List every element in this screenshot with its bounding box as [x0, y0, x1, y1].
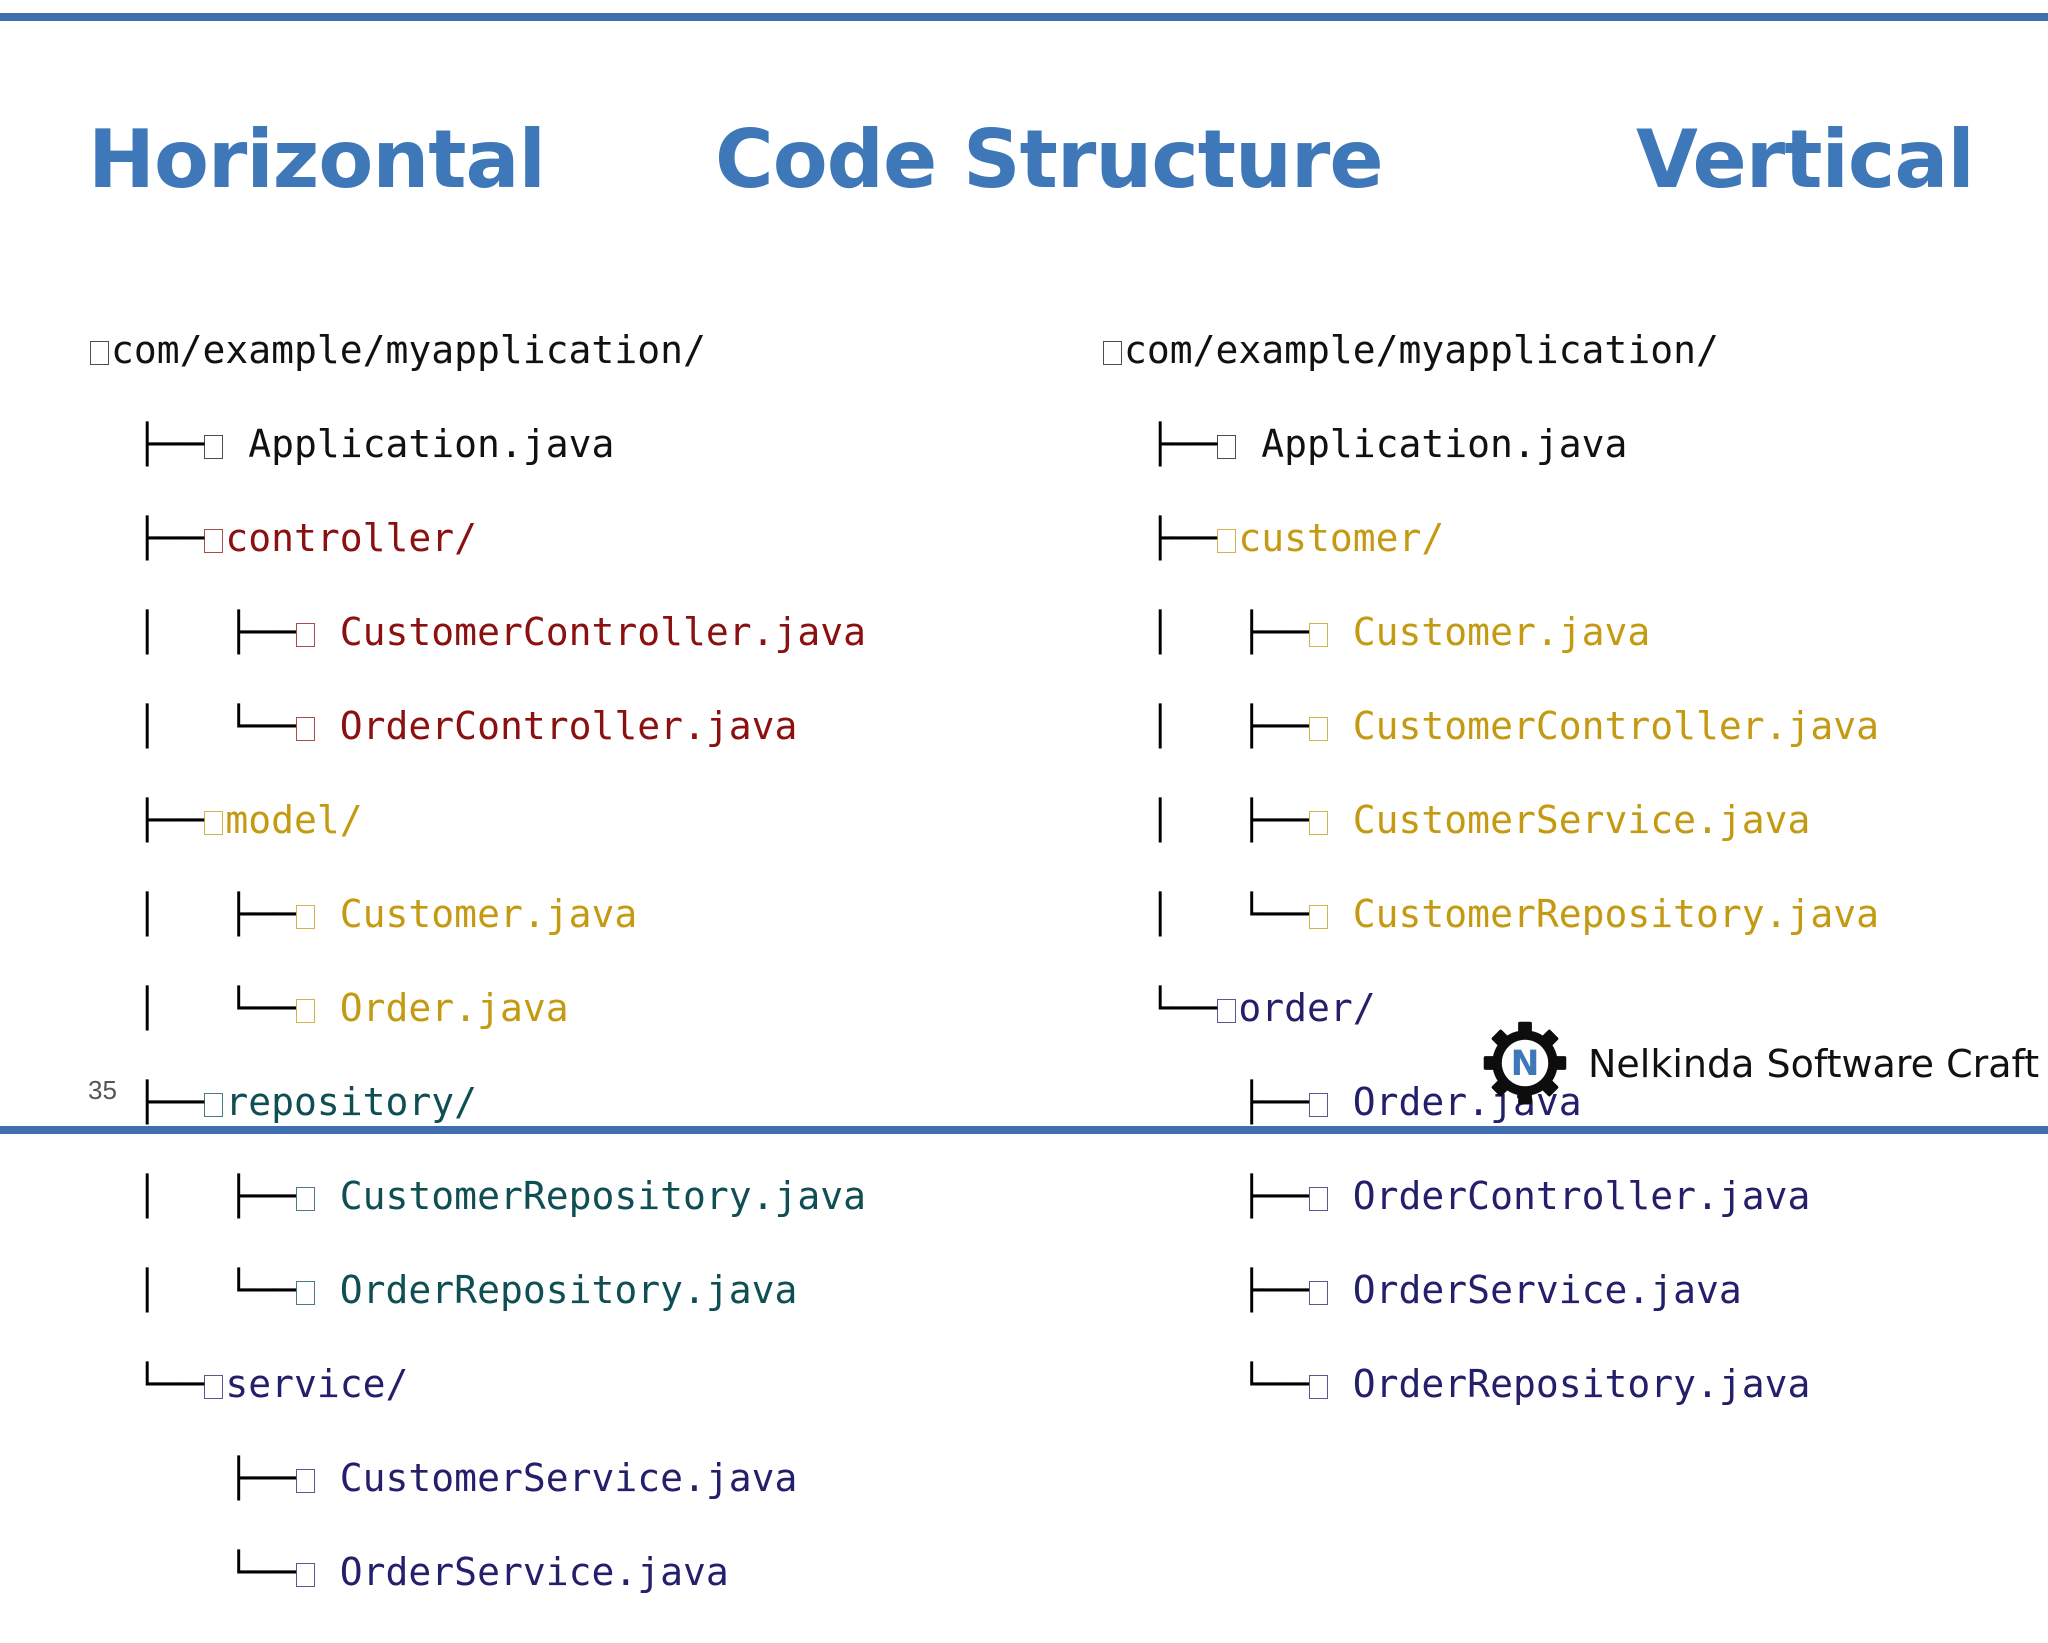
tree-line: │ └── OrderController.java — [90, 704, 798, 748]
folder-name: order/ — [1238, 986, 1376, 1030]
file-icon — [204, 435, 224, 459]
file-name: Customer.java — [339, 892, 638, 936]
tree-line: ├──customer/ — [1103, 516, 1445, 560]
heading-vertical: Vertical — [1636, 113, 1975, 206]
tree-line: │ └── CustomerRepository.java — [1103, 892, 1879, 936]
folder-name: model/ — [225, 798, 363, 842]
tree-line: │ ├── CustomerController.java — [90, 610, 866, 654]
tree-line: │ ├── CustomerRepository.java — [90, 1174, 866, 1218]
folder-icon — [204, 1093, 224, 1117]
file-name: Order.java — [339, 986, 569, 1030]
tree-line: com/example/myapplication/ — [90, 327, 866, 374]
folder-icon — [90, 341, 109, 365]
file-icon — [1308, 1093, 1328, 1117]
tree-line: └──service/ — [90, 1362, 409, 1406]
file-icon — [295, 1187, 315, 1211]
file-icon — [1308, 1375, 1328, 1399]
file-name: CustomerRepository.java — [339, 1174, 866, 1218]
root-folder: com/example/myapplication/ — [1124, 328, 1719, 372]
brand-name: Nelkinda Software Craft — [1588, 1042, 2040, 1086]
root-folder: com/example/myapplication/ — [111, 328, 706, 372]
tree-line: ├──repository/ — [90, 1080, 478, 1124]
file-icon — [1217, 435, 1237, 459]
folder-name: repository/ — [225, 1080, 478, 1124]
file-name: OrderService.java — [339, 1550, 729, 1594]
file-icon — [295, 1469, 315, 1493]
file-name: OrderController.java — [339, 704, 798, 748]
file-icon — [295, 717, 315, 741]
tree-line: └──order/ — [1103, 986, 1376, 1030]
heading-code-structure: Code Structure — [715, 113, 1384, 206]
file-name: Application.java — [248, 422, 615, 466]
file-icon — [295, 623, 315, 647]
tree-line: ├──controller/ — [90, 516, 478, 560]
tree-line: │ ├── CustomerService.java — [1103, 798, 1811, 842]
tree-line: ├── Application.java — [90, 422, 615, 466]
folder-name: controller/ — [225, 516, 478, 560]
bottom-accent-bar — [0, 1126, 2048, 1134]
file-name: OrderRepository.java — [1352, 1362, 1811, 1406]
logo-letter: N — [1511, 1044, 1540, 1084]
file-name: OrderController.java — [1352, 1174, 1811, 1218]
tree-line: ├── CustomerService.java — [90, 1456, 798, 1500]
tree-line: ├── Application.java — [1103, 422, 1628, 466]
folder-icon — [204, 1375, 224, 1399]
file-name: CustomerService.java — [1352, 798, 1811, 842]
folder-icon — [1103, 341, 1122, 365]
gear-logo-icon: N — [1483, 1021, 1567, 1105]
file-name: Application.java — [1261, 422, 1628, 466]
tree-line: com/example/myapplication/ — [1103, 327, 1879, 374]
tree-line: │ ├── Customer.java — [1103, 610, 1651, 654]
file-name: CustomerController.java — [1352, 704, 1879, 748]
file-name: OrderService.java — [1352, 1268, 1742, 1312]
file-name: Customer.java — [1352, 610, 1651, 654]
tree-line: │ ├── CustomerController.java — [1103, 704, 1879, 748]
file-icon — [295, 1281, 315, 1305]
file-name: CustomerService.java — [339, 1456, 798, 1500]
horizontal-tree: com/example/myapplication/ ├── Applicati… — [90, 280, 866, 1643]
tree-line: │ └── OrderRepository.java — [90, 1268, 798, 1312]
tree-line: ├──model/ — [90, 798, 363, 842]
folder-name: customer/ — [1238, 516, 1445, 560]
file-name: CustomerController.java — [339, 610, 866, 654]
page-number: 35 — [88, 1075, 117, 1105]
folder-icon — [204, 811, 224, 835]
file-name: OrderRepository.java — [339, 1268, 798, 1312]
vertical-tree: com/example/myapplication/ ├── Applicati… — [1103, 280, 1879, 1455]
heading-horizontal: Horizontal — [88, 113, 546, 206]
file-icon — [1308, 623, 1328, 647]
file-icon — [295, 1563, 315, 1587]
folder-icon — [1217, 999, 1237, 1023]
tree-line: │ ├── Customer.java — [90, 892, 638, 936]
tree-line: ├── OrderController.java — [1103, 1174, 1811, 1218]
file-icon — [295, 999, 315, 1023]
tree-line: └── OrderRepository.java — [1103, 1362, 1811, 1406]
tree-line: ├── OrderService.java — [1103, 1268, 1742, 1312]
file-icon — [1308, 717, 1328, 741]
folder-name: service/ — [225, 1362, 409, 1406]
top-accent-bar — [0, 13, 2048, 21]
folder-icon — [1217, 529, 1237, 553]
folder-icon — [204, 529, 224, 553]
tree-line: │ └── Order.java — [90, 986, 569, 1030]
file-icon — [295, 905, 315, 929]
tree-line: └── OrderService.java — [90, 1550, 729, 1594]
file-icon — [1308, 1187, 1328, 1211]
file-icon — [1308, 811, 1328, 835]
file-name: CustomerRepository.java — [1352, 892, 1879, 936]
file-icon — [1308, 905, 1328, 929]
file-icon — [1308, 1281, 1328, 1305]
